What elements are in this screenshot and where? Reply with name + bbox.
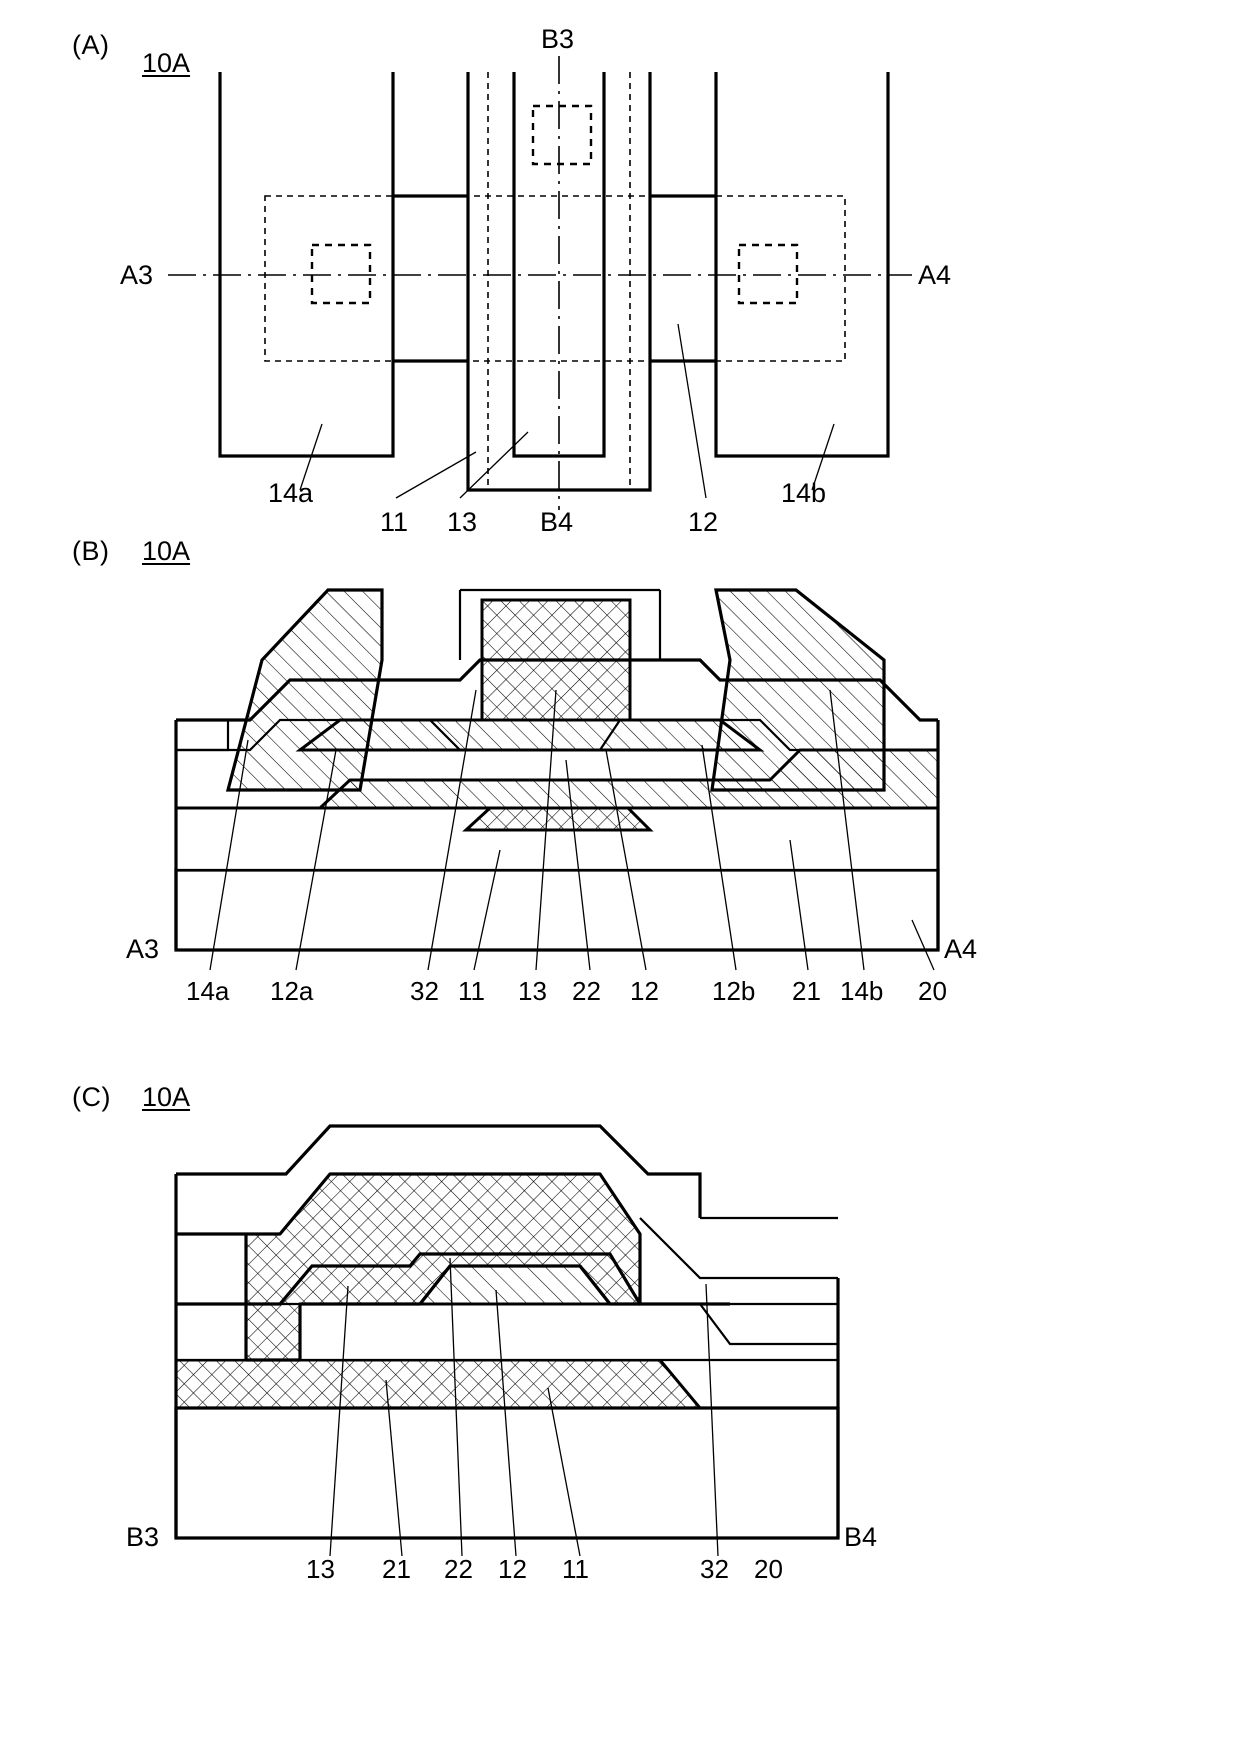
leader-c-32	[705, 1283, 719, 1557]
section-label-a3: A3	[120, 260, 153, 290]
figure-a-ref: 10A	[142, 48, 191, 78]
callout-b-12: 12	[630, 976, 659, 1006]
callout-b-12a: 12a	[270, 976, 314, 1006]
top-cover-profile-c	[176, 1124, 702, 1218]
callout-b-14a: 14a	[186, 976, 230, 1006]
leader-b-14b	[829, 689, 865, 971]
callout-b-20: 20	[918, 976, 947, 1006]
leader-c-22	[449, 1257, 463, 1557]
leader-b-20	[911, 919, 935, 971]
gate-layer-12-c	[174, 1358, 704, 1410]
contact-window-left	[310, 243, 372, 305]
leader-13	[459, 431, 529, 499]
callout-c-13: 13	[306, 1554, 335, 1584]
cover-left-step	[176, 720, 230, 752]
leader-b-12	[605, 749, 647, 971]
leader-b-32	[427, 689, 477, 971]
leader-14a	[299, 423, 323, 491]
leader-14b	[811, 423, 835, 491]
leader-11	[395, 451, 477, 499]
callout-c-21: 21	[382, 1554, 411, 1584]
leader-c-13	[329, 1285, 349, 1557]
drain-electrode-14b	[710, 588, 886, 792]
callout-b-14b: 14b	[840, 976, 883, 1006]
section-label-a3-b: A3	[126, 934, 159, 964]
callout-12: 12	[688, 507, 718, 537]
callout-c-12: 12	[498, 1554, 527, 1584]
section-label-a4-b: A4	[944, 934, 977, 964]
figure-b-ref: 10A	[142, 536, 191, 566]
callout-c-32: 32	[700, 1554, 729, 1584]
source-electrode-14a	[225, 588, 384, 792]
callout-13: 13	[447, 507, 477, 537]
contact-window-top	[531, 104, 593, 166]
leader-c-12	[495, 1289, 517, 1557]
leader-b-12b	[701, 744, 737, 971]
leader-c-21	[385, 1379, 403, 1557]
substrate-20-c	[174, 1406, 840, 1540]
leader-b-12a	[295, 749, 337, 971]
leader-b-11	[473, 849, 501, 971]
callout-c-20: 20	[754, 1554, 783, 1584]
leader-b-13	[535, 689, 557, 971]
callout-b-21: 21	[792, 976, 821, 1006]
leader-c-11	[547, 1387, 581, 1557]
figure-b-tag: (B)	[72, 536, 110, 566]
gate-insulating-13-c	[174, 1172, 642, 1362]
protective-32-step	[639, 1217, 838, 1280]
figure-b-cross-section: A3 A4 14a 12a 32 11 13 22 12 12b 21 14b …	[0, 560, 1010, 1010]
callout-c-11: 11	[562, 1554, 589, 1584]
callout-b-12b: 12b	[712, 976, 755, 1006]
figure-c-tag: (C)	[72, 1082, 111, 1112]
gate-insulating-13	[480, 598, 632, 722]
contact-window-right	[737, 243, 799, 305]
callout-b-22: 22	[572, 976, 601, 1006]
figure-a-plan-view: A3 A4 B3 14a 11 13 B4 12 14b	[0, 0, 1000, 560]
gate-insulating-13-outline	[512, 72, 606, 458]
leader-b-14a	[209, 739, 249, 971]
leader-b-21	[789, 839, 809, 971]
gate-layer-12-outline	[466, 72, 652, 492]
section-label-a4: A4	[918, 260, 951, 290]
oxide-semiconductor-11-c	[416, 1264, 614, 1306]
callout-14b: 14b	[781, 478, 826, 508]
callout-14a: 14a	[268, 478, 314, 508]
section-label-b3: B3	[541, 24, 574, 54]
island-outline-11	[264, 195, 846, 362]
callout-b-32: 32	[410, 976, 439, 1006]
electrode-14b-shape	[714, 72, 890, 458]
section-label-b4-c: B4	[844, 1522, 877, 1552]
insulating-21-step	[699, 1303, 838, 1346]
callout-c-22: 22	[444, 1554, 473, 1584]
protective-insulating-32	[462, 806, 654, 832]
callout-11: 11	[380, 507, 408, 537]
substrate-20	[174, 868, 940, 952]
leader-b-22	[565, 759, 591, 971]
callout-b-13: 13	[518, 976, 547, 1006]
callout-b4: B4	[540, 507, 573, 537]
electrode-14a-shape	[218, 72, 395, 458]
leader-12	[677, 323, 707, 499]
section-label-b3-c: B3	[126, 1522, 159, 1552]
figure-c-ref: 10A	[142, 1082, 191, 1112]
figure-a-tag: (A)	[72, 30, 110, 60]
callout-b-11: 11	[458, 976, 485, 1006]
figure-c-cross-section: B3 B4 13 21 22 12 11 32 20	[0, 1108, 900, 1584]
